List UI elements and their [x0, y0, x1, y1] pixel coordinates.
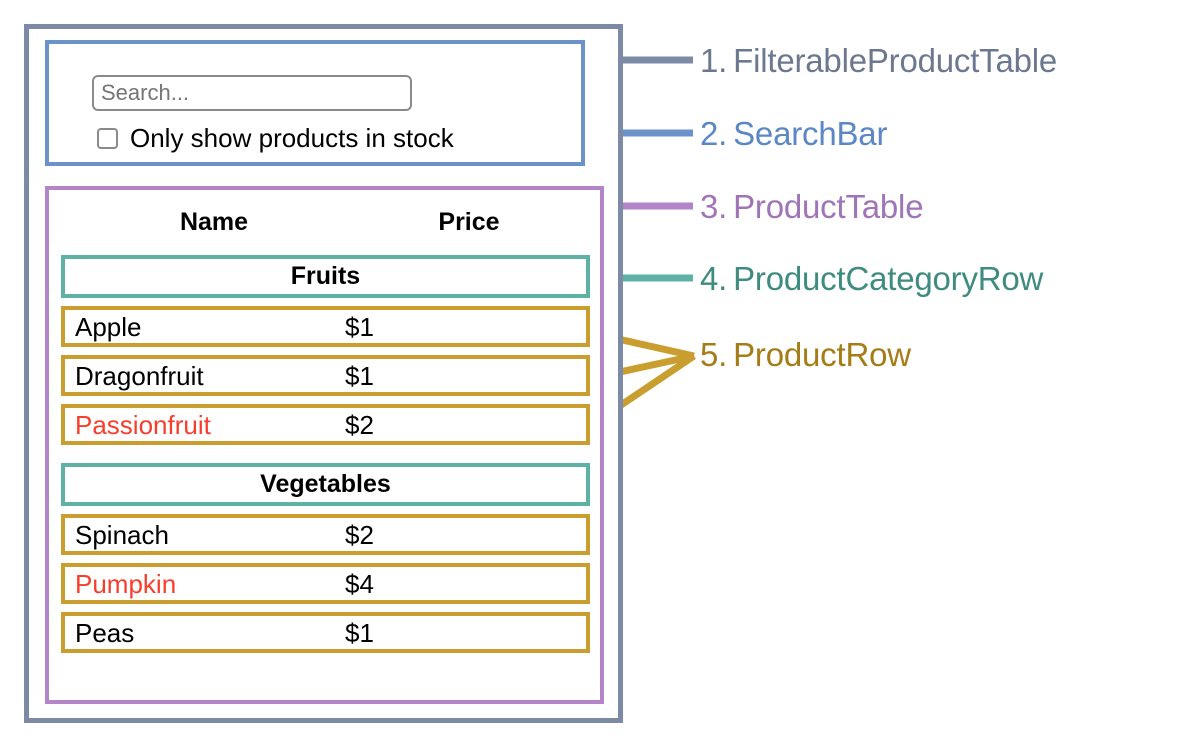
- legend-number: 3.: [700, 188, 728, 225]
- legend-text: ProductCategoryRow: [733, 260, 1044, 297]
- column-header-price: Price: [438, 207, 500, 236]
- legend-text: ProductTable: [733, 188, 924, 225]
- product-price: $1: [345, 617, 374, 648]
- legend-text: SearchBar: [733, 115, 888, 152]
- product-row[interactable]: Apple $1: [61, 306, 590, 347]
- product-name: Spinach: [75, 519, 169, 550]
- group-spacer: [61, 445, 590, 463]
- search-bar-box: Only show products in stock: [45, 40, 585, 166]
- product-row[interactable]: Spinach $2: [61, 514, 590, 555]
- column-header-name: Name: [179, 207, 249, 236]
- product-rows-container: Fruits Apple $1 Dragonfruit $1 Passionfr…: [61, 255, 590, 653]
- product-table-box: Name Price Fruits Apple $1 Dragonfruit $…: [45, 186, 604, 704]
- legend-text: FilterableProductTable: [733, 42, 1058, 79]
- legend-item-filterable-product-table: 1.FilterableProductTable: [700, 44, 1057, 77]
- in-stock-checkbox-label: Only show products in stock: [130, 123, 454, 153]
- legend-item-product-category-row: 4.ProductCategoryRow: [700, 262, 1043, 295]
- legend-item-search-bar: 2.SearchBar: [700, 117, 887, 150]
- legend-number: 1.: [700, 42, 728, 79]
- product-name: Dragonfruit: [75, 360, 204, 391]
- product-row[interactable]: Pumpkin $4: [61, 563, 590, 604]
- product-row[interactable]: Peas $1: [61, 612, 590, 653]
- product-name: Passionfruit: [75, 409, 211, 440]
- product-table-header: Name Price: [49, 202, 600, 242]
- product-price: $2: [345, 519, 374, 550]
- legend-item-product-row: 5.ProductRow: [700, 338, 911, 371]
- legend-item-product-table: 3.ProductTable: [700, 188, 924, 225]
- legend-number: 5.: [700, 336, 728, 373]
- product-name: Pumpkin: [75, 568, 177, 599]
- product-row[interactable]: Passionfruit $2: [61, 404, 590, 445]
- product-category-row: Fruits: [61, 255, 590, 298]
- legend-number: 4.: [700, 260, 728, 297]
- product-name: Apple: [75, 311, 142, 342]
- legend-number: 2.: [700, 115, 728, 152]
- product-category-row: Vegetables: [61, 463, 590, 506]
- product-price: $2: [345, 409, 374, 440]
- legend-text: ProductRow: [733, 336, 911, 373]
- product-price: $4: [345, 568, 374, 599]
- product-row[interactable]: Dragonfruit $1: [61, 355, 590, 396]
- product-price: $1: [345, 360, 374, 391]
- search-input[interactable]: [92, 75, 412, 111]
- product-price: $1: [345, 311, 374, 342]
- product-name: Peas: [75, 617, 135, 648]
- in-stock-checkbox[interactable]: [97, 127, 118, 149]
- stock-filter-row[interactable]: Only show products in stock: [97, 124, 454, 152]
